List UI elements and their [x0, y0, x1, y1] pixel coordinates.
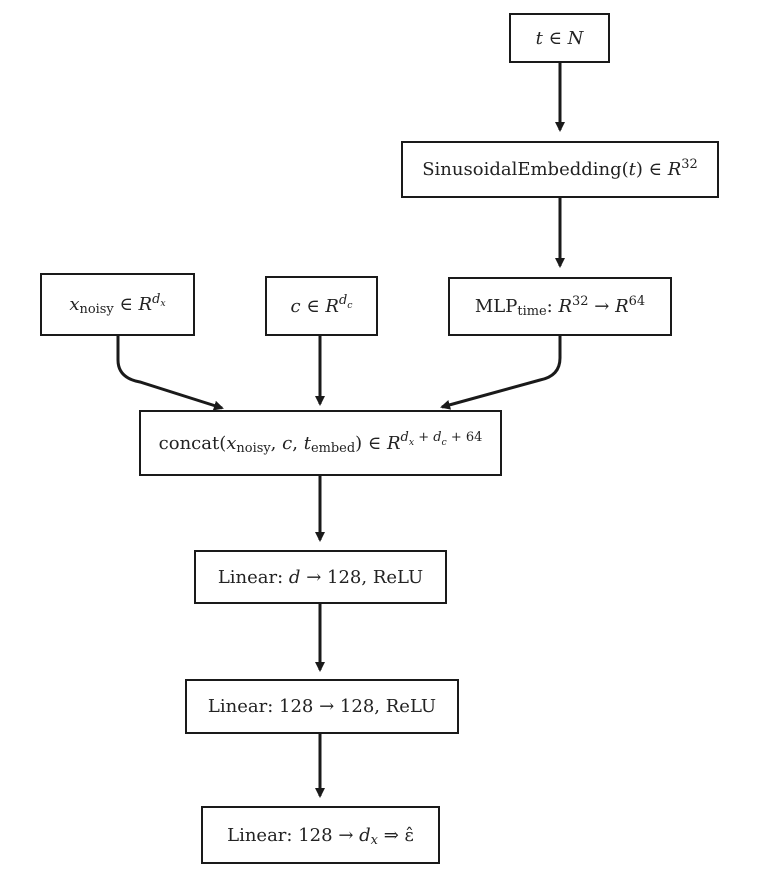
mlp-set2: R — [615, 296, 629, 317]
linear2-arrow: → — [319, 696, 335, 717]
concat-sup-num: 64 — [465, 430, 483, 446]
linear3-result: ε̂ — [404, 824, 414, 846]
concat-op: ∈ — [367, 432, 382, 454]
mlp-name: MLP — [474, 296, 518, 317]
x-sup-sub: x — [160, 298, 166, 310]
sinusoidal-set: R — [667, 159, 682, 180]
linear3-var: d — [359, 824, 371, 846]
concat-sep2: , — [292, 432, 298, 454]
c-op: ∈ — [306, 295, 320, 317]
node-sinusoidal-embedding: SinusoidalEmbedding(t) ∈ R32 — [401, 141, 719, 198]
linear3-in: 128 — [298, 824, 333, 846]
linear2-act: ReLU — [385, 696, 437, 717]
concat-name: concat( — [158, 432, 227, 454]
x-set: R — [138, 294, 153, 315]
mlp-arrow: → — [594, 296, 610, 317]
concat-set: R — [386, 432, 401, 454]
linear2-in: 128 — [279, 696, 314, 717]
node-linear-1: Linear: d → 128, ReLU — [194, 550, 447, 604]
linear1-var: d — [288, 566, 301, 588]
mlp-sub: time — [517, 304, 547, 320]
node-mlp-time: MLPtime: R32 → R64 — [448, 277, 672, 336]
x-sup-var: d — [152, 291, 161, 307]
linear3-implies: ⇒ — [383, 824, 399, 846]
c-set: R — [325, 295, 339, 317]
node-t-input: t ∈ N — [509, 13, 610, 63]
mlp-sup1: 32 — [572, 293, 589, 309]
c-sup-sub: c — [347, 299, 353, 311]
linear1-prefix: Linear: — [217, 566, 284, 588]
linear1-out: 128, — [327, 566, 368, 588]
node-concat: concat(xnoisy, c, tembed) ∈ Rdx + dc + 6… — [139, 410, 502, 476]
concat-c-var: t — [303, 432, 311, 454]
concat-sup-d2-sub: c — [441, 436, 447, 448]
mlp-sup2: 64 — [628, 293, 646, 309]
concat-sup-d2: d — [433, 430, 442, 446]
edge-x-noisy-to-concat — [116, 336, 224, 411]
concat-sup-d1-sub: x — [408, 436, 415, 448]
node-linear-2: Linear: 128 → 128, ReLU — [185, 679, 459, 734]
linear3-arrow: → — [338, 824, 354, 846]
linear3-prefix: Linear: — [227, 824, 293, 846]
set-n: N — [567, 27, 584, 49]
x-var: x — [69, 294, 80, 315]
node-linear-3: Linear: 128 → dx ⇒ ε̂ — [201, 806, 440, 864]
c-sup-var: d — [338, 293, 348, 309]
edge-mlp-to-concat — [440, 336, 562, 410]
element-of-symbol: ∈ — [548, 27, 562, 49]
sinusoidal-var: t — [628, 159, 636, 180]
sinusoidal-close: ) — [635, 159, 643, 180]
concat-a-var: x — [226, 432, 237, 454]
concat-c-sub: embed — [310, 440, 356, 456]
concat-a-sub: noisy — [236, 440, 271, 456]
linear3-sub: x — [370, 832, 378, 848]
mlp-set1: R — [558, 296, 573, 317]
concat-b-var: c — [282, 432, 293, 454]
x-sub: noisy — [79, 302, 114, 318]
sinusoidal-name: SinusoidalEmbedding( — [422, 159, 629, 180]
linear2-prefix: Linear: — [207, 696, 274, 717]
concat-sup-d1: d — [400, 430, 409, 446]
linear1-act: ReLU — [372, 566, 424, 588]
x-op: ∈ — [119, 294, 133, 315]
linear1-arrow: → — [306, 566, 322, 588]
sinusoidal-dim: 32 — [681, 156, 698, 172]
c-var: c — [290, 295, 301, 317]
mlp-colon: : — [546, 296, 553, 317]
concat-sup-plus2: + — [450, 430, 462, 446]
linear2-out: 128, — [339, 696, 380, 717]
concat-sep1: , — [270, 432, 277, 454]
concat-close: ) — [355, 432, 363, 454]
sinusoidal-op: ∈ — [648, 159, 662, 180]
concat-sup: dx + dc + 64 — [400, 430, 483, 448]
node-c-input: c ∈ Rdc — [265, 276, 378, 336]
t-var: t — [535, 27, 543, 49]
concat-sup-plus1: + — [418, 430, 430, 446]
node-x-noisy: xnoisy ∈ Rdx — [40, 273, 195, 336]
